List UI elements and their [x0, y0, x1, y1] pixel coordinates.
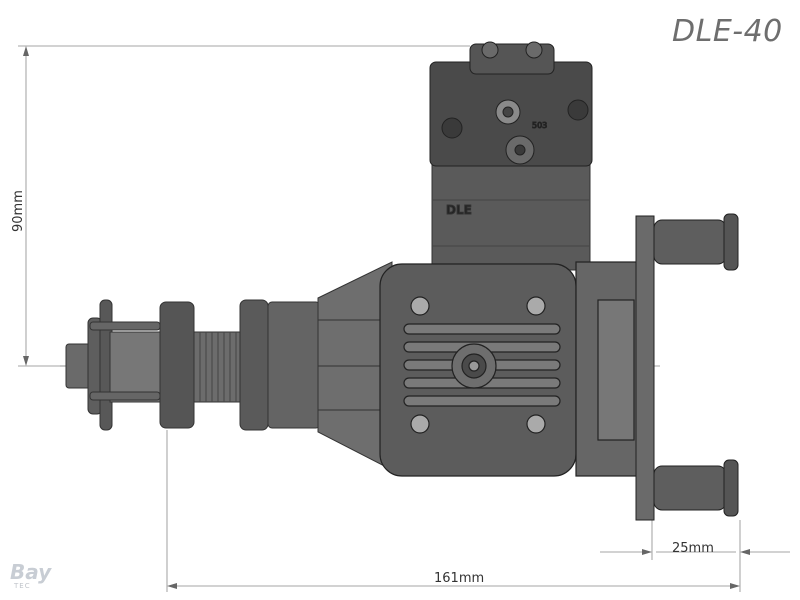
bay-tec-logo-subtext: TEC — [14, 582, 31, 590]
crankcase-nose — [317, 261, 393, 471]
length-dimension-label: 161mm — [434, 571, 484, 586]
dimension-arrows — [23, 46, 750, 589]
svg-text:DLE: DLE — [446, 203, 472, 217]
flange-dimension-label: 25mm — [672, 541, 714, 556]
crankcase-body — [379, 261, 639, 477]
thread-lines — [199, 332, 237, 402]
svg-text:503: 503 — [532, 121, 547, 130]
carburetor: 503 — [429, 41, 593, 167]
mounting-flange — [635, 213, 739, 521]
cylinder: DLE — [431, 159, 591, 271]
case-bolts — [410, 296, 546, 434]
propeller-hub — [65, 299, 321, 431]
height-dimension-label: 90mm — [11, 190, 26, 232]
bay-tec-logo: Bay — [10, 560, 52, 584]
model-title: DLE-40 — [672, 14, 783, 49]
